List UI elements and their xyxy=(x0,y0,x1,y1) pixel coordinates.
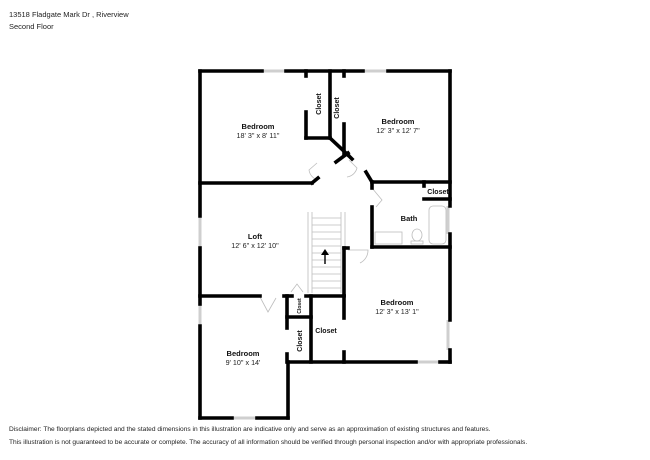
closet-small-label: Closet xyxy=(297,298,303,314)
disclaimer-line-1: Disclaimer: The floorplans depicted and … xyxy=(9,426,491,433)
bedroom-nw-dims: 18' 3" x 8' 11" xyxy=(237,131,280,140)
toilet xyxy=(411,228,423,242)
walls xyxy=(198,69,452,420)
windows xyxy=(198,69,450,420)
bedroom-se-label: Bedroom xyxy=(381,298,414,307)
disclaimer-line-2: This illustration is not guaranteed to b… xyxy=(9,438,528,446)
fixtures xyxy=(198,69,450,420)
bedroom-sw-label: Bedroom xyxy=(227,349,260,358)
bathtub xyxy=(428,205,447,245)
closet-sw-label: Closet xyxy=(297,330,304,352)
closet-nw-label: Closet xyxy=(316,93,323,115)
closet-bath-label: Closet xyxy=(427,189,449,196)
vanity xyxy=(374,231,403,245)
closet-ne-label: Closet xyxy=(334,97,341,119)
bedroom-nw-label: Bedroom xyxy=(242,122,275,131)
bath-label: Bath xyxy=(401,214,418,223)
loft-label: Loft xyxy=(248,232,263,241)
loft-dims: 12' 6" x 12' 10" xyxy=(231,241,279,250)
room-labels: Bedroom 18' 3" x 8' 11" Bedroom 12' 3" x… xyxy=(226,93,450,367)
floor-label: Second Floor xyxy=(9,22,54,31)
bedroom-ne-label: Bedroom xyxy=(382,117,415,126)
header: 13518 Fladgate Mark Dr , Riverview Secon… xyxy=(9,9,129,33)
closet-se-label: Closet xyxy=(315,328,337,335)
bedroom-ne-dims: 12' 3" x 12' 7" xyxy=(376,126,420,135)
stair-arrow-icon xyxy=(321,249,329,264)
disclaimer: Disclaimer: The floorplans depicted and … xyxy=(9,424,527,449)
address-text: 13518 Fladgate Mark Dr , Riverview xyxy=(9,10,129,19)
bedroom-se-dims: 12' 3" x 13' 1" xyxy=(375,307,419,316)
bedroom-sw-dims: 9' 10" x 14' xyxy=(226,358,261,367)
